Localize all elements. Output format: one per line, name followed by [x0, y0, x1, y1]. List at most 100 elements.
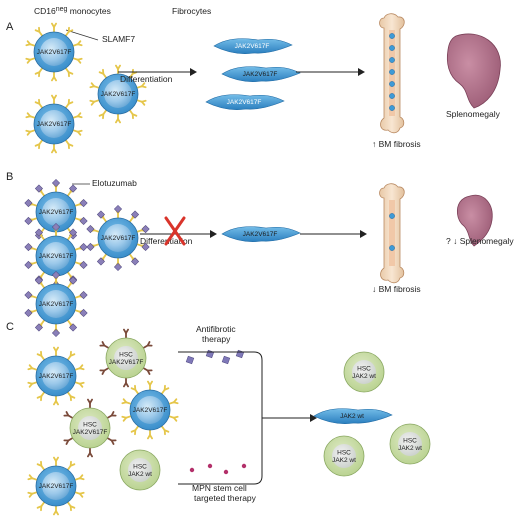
- receptor-icon: [72, 112, 83, 119]
- receptor-icon: [115, 113, 121, 124]
- svg-text:CD16neg monocytes: CD16neg monocytes: [34, 6, 111, 16]
- hsc-nucleus: [114, 346, 138, 370]
- panel-a-spleen: [446, 33, 501, 109]
- monocyte-label: JAK2V617F: [37, 49, 72, 56]
- receptor-icon: [128, 109, 138, 120]
- elotuzumab-icon: [24, 260, 33, 269]
- fibrocyte-label: JAK2 wt: [340, 413, 364, 420]
- receptor-icon: [121, 415, 132, 422]
- receptor-icon: [64, 139, 74, 150]
- elotuzumab-icon: [69, 228, 78, 237]
- elotuzumab-icon: [141, 242, 150, 251]
- stem-drug-icon: [207, 463, 213, 469]
- monocyte-nucleus: [104, 80, 132, 108]
- elotuzumab-icon: [51, 222, 61, 232]
- receptor-icon: [27, 364, 38, 371]
- fibrosis-marker: [389, 33, 395, 39]
- panel-a-spleen-label: Splenomegaly: [446, 109, 501, 119]
- receptor-icon: [72, 57, 83, 64]
- receptor-icon: [34, 67, 44, 78]
- panel-a-header-fibrocytes: Fibrocytes: [172, 6, 211, 16]
- receptor-icon: [66, 460, 76, 471]
- monocyte-label: JAK2V617F: [101, 235, 136, 242]
- fibrocyte-cell: JAK2V617F: [221, 66, 301, 82]
- receptor-icon: [64, 98, 74, 109]
- receptor-icon: [106, 437, 117, 445]
- elotuzumab-icon: [24, 291, 33, 300]
- elotuzumab-icon: [51, 178, 61, 188]
- receptor-icon: [98, 109, 108, 120]
- fibrosis-marker: [389, 105, 395, 111]
- elotuzumab-icon: [86, 242, 95, 251]
- receptor-icon: [63, 411, 74, 419]
- elotuzumab-icon: [69, 323, 78, 332]
- panel-b-spleen: [456, 194, 493, 247]
- elotuzumab-icon: [34, 184, 43, 193]
- receptor-icon: [51, 71, 57, 82]
- elotuzumab-icon: [69, 276, 78, 285]
- monocyte-label: JAK2V617F: [39, 253, 74, 260]
- receptor-icon: [25, 112, 36, 119]
- antifibrotic-label-1: Antifibrotic: [196, 324, 236, 334]
- monocyte-nucleus: [42, 472, 70, 500]
- hsc-nucleus: [128, 458, 152, 482]
- receptor-icon: [51, 94, 57, 105]
- receptor-icon: [123, 377, 129, 388]
- elotuzumab-icon: [69, 184, 78, 193]
- receptor-icon: [27, 381, 38, 388]
- receptor-icon: [53, 395, 59, 406]
- monocyte-label: JAK2V617F: [39, 483, 74, 490]
- receptor-icon: [87, 398, 93, 409]
- receptor-icon: [74, 381, 85, 388]
- monocyte-label: JAK2V617F: [133, 407, 168, 414]
- receptor-icon: [72, 129, 83, 136]
- receptor-icon: [51, 22, 57, 33]
- therapy-bracket: [178, 351, 263, 485]
- elotuzumab-icon: [79, 308, 88, 317]
- monocyte-label: JAK2V617F: [37, 121, 72, 128]
- receptor-icon: [106, 411, 117, 419]
- panel-b-spleen-label: ? ↓ Splenomegaly: [446, 236, 514, 246]
- elotuzumab-icon: [34, 276, 43, 285]
- receptor-icon: [66, 391, 76, 402]
- monocyte-cell: JAK2V617F: [86, 204, 150, 272]
- receptor-icon: [99, 341, 110, 349]
- panel-a-diff-label: Differentiation: [120, 74, 173, 84]
- elotuzumab-icon: [131, 257, 140, 266]
- fibrocyte-cell: JAK2V617F: [221, 226, 301, 242]
- receptor-icon: [74, 474, 85, 481]
- receptor-icon: [87, 447, 93, 458]
- receptor-icon: [130, 384, 140, 395]
- monocyte-nucleus: [42, 198, 70, 226]
- monocyte-nucleus: [42, 242, 70, 270]
- monocyte-cell: JAK2V617F: [24, 270, 88, 338]
- antifibrotic-icon: [235, 349, 245, 359]
- monocyte-cell: JAK2V617F: [25, 94, 83, 154]
- elotuzumab-icon: [131, 210, 140, 219]
- receptor-icon: [72, 40, 83, 47]
- monocyte-label: JAK2V617F: [39, 373, 74, 380]
- stem-cell-drug-dots: [189, 463, 247, 475]
- fibrocyte-cell: JAK2 wt: [313, 408, 393, 424]
- antifibrotic-icon: [205, 349, 215, 359]
- fibrosis-marker: [389, 45, 395, 51]
- receptor-icon: [36, 501, 46, 512]
- elotuzumab-icon: [24, 243, 33, 252]
- monocyte-nucleus: [42, 290, 70, 318]
- receptor-icon: [64, 26, 74, 37]
- receptor-icon: [64, 67, 74, 78]
- fibrosis-marker: [389, 69, 395, 75]
- receptor-icon: [74, 491, 85, 498]
- stem-therapy-label-2: targeted therapy: [194, 493, 257, 503]
- stem-drug-icon: [223, 469, 229, 475]
- fibrocyte-label: JAK2V617F: [235, 43, 270, 50]
